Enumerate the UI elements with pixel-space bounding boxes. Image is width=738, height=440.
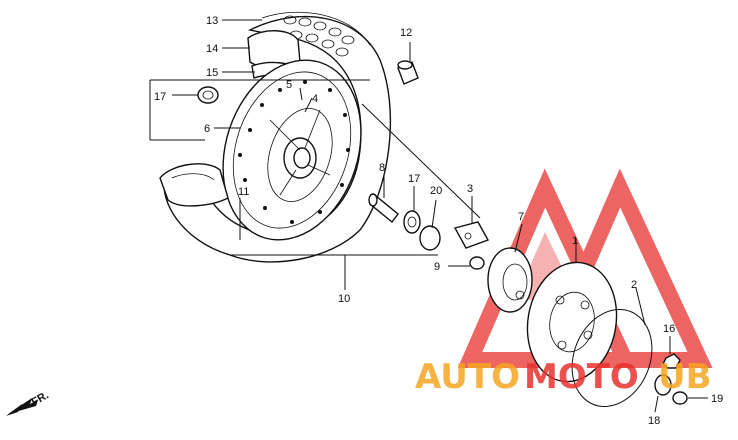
callout-10: 10 <box>338 293 350 305</box>
watermark-text: AUTO MOTO UB <box>415 357 712 397</box>
callout-18: 18 <box>648 415 660 427</box>
callout-1: 1 <box>572 235 578 247</box>
axle-spacer <box>368 193 399 224</box>
callout-9: 9 <box>434 261 440 273</box>
callout-labels: 13 14 15 17 5 4 6 12 8 17 20 3 11 7 1 9 … <box>154 15 723 427</box>
collar <box>397 60 419 85</box>
callout-4: 4 <box>312 93 318 105</box>
callout-11: 11 <box>238 186 249 198</box>
bearing-left <box>197 86 219 104</box>
callout-12: 12 <box>400 27 412 39</box>
callout-5: 5 <box>286 79 292 91</box>
callout-8: 8 <box>379 162 385 174</box>
damper-bracket <box>453 221 490 249</box>
hub-bore <box>293 147 311 169</box>
callout-16: 16 <box>663 323 675 335</box>
front-direction-indicator: FR. <box>6 389 51 416</box>
callout-19: 19 <box>711 393 723 405</box>
drive-chain-ring <box>571 309 653 407</box>
callout-20: 20 <box>430 185 442 197</box>
watermark-text-auto: AUTO <box>415 357 520 397</box>
watermark-text-moto: MOTO <box>524 357 639 397</box>
callout-2: 2 <box>631 279 637 291</box>
callout-17-right: 17 <box>408 173 420 185</box>
wheel-rim <box>222 59 362 241</box>
callout-6: 6 <box>204 123 210 135</box>
direction-label: FR. <box>30 389 51 408</box>
bearing-small <box>654 374 672 396</box>
leader-lines <box>149 19 708 413</box>
callout-14: 14 <box>206 43 218 55</box>
callout-17-left: 17 <box>154 91 166 103</box>
callout-13: 13 <box>206 15 218 27</box>
watermark-text-ub: UB <box>658 357 712 397</box>
washer <box>672 391 688 405</box>
bearing-right <box>403 210 421 234</box>
final-driven-sprocket <box>526 261 618 383</box>
driven-flange <box>487 247 533 313</box>
tire-section <box>159 163 229 207</box>
callout-7: 7 <box>518 211 524 223</box>
callout-3: 3 <box>467 183 473 195</box>
driven-flange-collar <box>469 256 485 270</box>
dust-seal <box>419 225 441 251</box>
callout-15: 15 <box>206 67 218 79</box>
nut <box>662 353 681 369</box>
